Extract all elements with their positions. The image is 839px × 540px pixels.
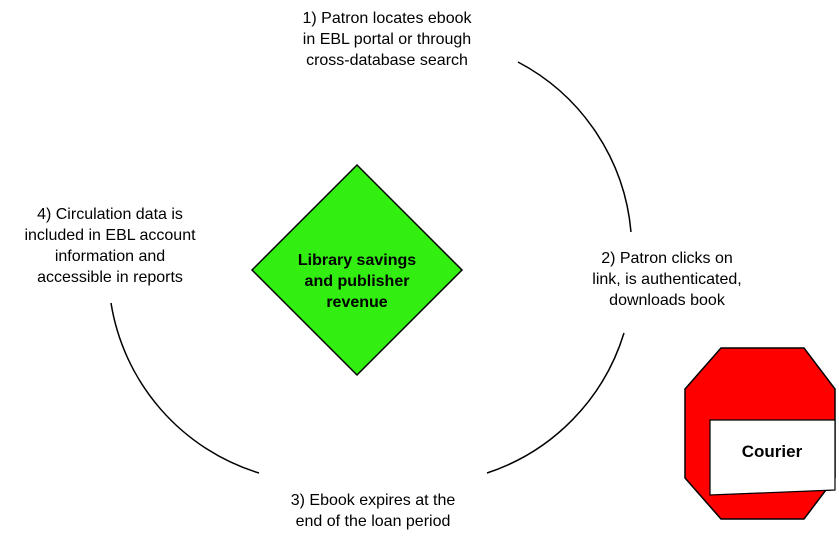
center-label: Library savings and publisher revenue bbox=[297, 252, 417, 311]
arc-step2-to-step3 bbox=[486, 332, 625, 474]
step-3-text: 3) Ebook expires at the end of the loan … bbox=[290, 492, 456, 530]
arc-step1-to-step2 bbox=[517, 61, 632, 233]
badge-inner-panel bbox=[709, 419, 836, 496]
step-4-text: 4) Circulation data is included in EBL a… bbox=[24, 206, 196, 286]
stop-sign-badge bbox=[684, 347, 836, 520]
step-1-text: 1) Patron locates ebook in EBL portal or… bbox=[302, 10, 472, 69]
badge-label: Courier bbox=[741, 442, 803, 461]
arc-step3-to-step4 bbox=[110, 302, 260, 474]
step-2-text: 2) Patron clicks on link, is authenticat… bbox=[592, 250, 742, 309]
center-diamond bbox=[250, 163, 464, 377]
